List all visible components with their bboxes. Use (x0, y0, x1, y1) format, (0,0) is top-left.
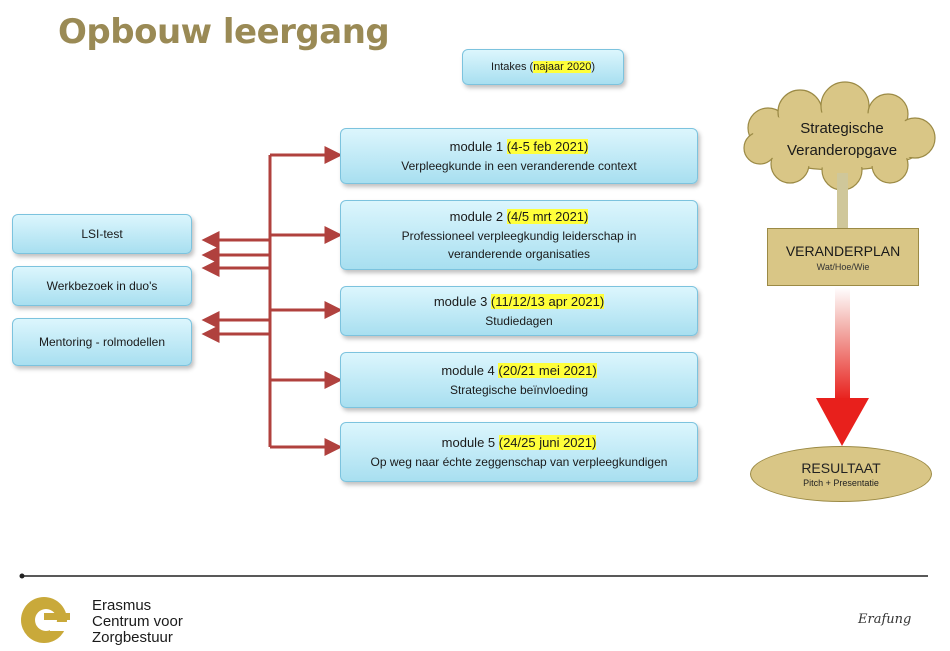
cloud-to-plan-connector (837, 173, 848, 228)
module-heading: module 3 (11/12/13 apr 2021) (433, 292, 605, 312)
module-date: (20/21 mei 2021) (498, 363, 597, 379)
logo-text: Erasmus Centrum voor Zorgbestuur (92, 598, 183, 645)
logo-line-1: Erasmus (92, 597, 152, 614)
module-label: module 2 (449, 209, 507, 225)
module-box-2: module 2 (4/5 mrt 2021) Professioneel ve… (340, 200, 698, 270)
left-box-label: LSI-test (81, 227, 123, 241)
module-date: (11/12/13 apr 2021) (490, 294, 605, 310)
module-label: module 3 (433, 294, 491, 310)
module-box-1: module 1 (4-5 feb 2021) Verpleegkunde in… (340, 128, 698, 184)
plan-title: VERANDERPLAN (785, 242, 901, 259)
logo-line-2: Centrum voor (92, 612, 183, 630)
module-box-5: module 5 (24/25 juni 2021) Op weg naar é… (340, 422, 698, 482)
module-label: module 4 (441, 363, 499, 379)
module-box-3: module 3 (11/12/13 apr 2021) Studiedagen (340, 286, 698, 336)
erasmus-signature: Erafung (858, 612, 912, 627)
module-description: veranderende organisaties (447, 246, 591, 261)
veranderplan-box: VERANDERPLAN Wat/Hoe/Wie (767, 228, 919, 286)
module-label: module 5 (441, 435, 499, 451)
left-box-mentoring: Mentoring - rolmodellen (12, 318, 192, 366)
strategic-change-cloud: Strategische Veranderopgave (772, 118, 912, 162)
module-description: Verpleegkunde in een veranderende contex… (401, 158, 637, 173)
module-description: Professioneel verpleegkundig leiderschap… (401, 228, 637, 243)
divider-dot (19, 573, 25, 579)
module-date: (4-5 feb 2021) (506, 139, 589, 155)
intake-suffix: ) (591, 60, 595, 73)
left-box-lsi-test: LSI-test (12, 214, 192, 254)
logo-line-3: Zorgbestuur (92, 628, 173, 646)
module-heading: module 2 (4/5 mrt 2021) (450, 207, 589, 227)
module-label: module 1 (449, 139, 507, 155)
intake-text: Intakes (najaar 2020) (491, 59, 595, 76)
module-description: Op weg naar échte zeggenschap van verple… (370, 454, 668, 469)
result-subtitle: Pitch + Presentatie (803, 478, 879, 488)
cloud-line-1: Strategische (800, 120, 884, 137)
module-connectors (201, 146, 343, 456)
left-box-label: Mentoring - rolmodellen (38, 335, 166, 349)
module-description: Studiedagen (485, 313, 553, 328)
intake-box: Intakes (najaar 2020) (462, 49, 624, 85)
module-heading: module 4 (20/21 mei 2021) (441, 361, 597, 381)
result-title: RESULTAAT (801, 460, 881, 476)
module-description: Strategische beïnvloeding (449, 382, 589, 397)
module-date: (24/25 juni 2021) (498, 435, 597, 451)
intake-date: najaar 2020 (533, 60, 592, 73)
module-heading: module 1 (4-5 feb 2021) (450, 137, 589, 157)
module-heading: module 5 (24/25 juni 2021) (442, 433, 597, 453)
down-arrow (816, 287, 869, 446)
plan-subtitle: Wat/Hoe/Wie (816, 261, 870, 272)
left-box-label: Werkbezoek in duo's (46, 279, 158, 293)
erasmus-logo-icon (21, 597, 72, 643)
left-box-werkbezoek: Werkbezoek in duo's (12, 266, 192, 306)
module-box-4: module 4 (20/21 mei 2021) Strategische b… (340, 352, 698, 408)
cloud-line-2: Veranderopgave (786, 141, 898, 159)
resultaat-ellipse: RESULTAAT Pitch + Presentatie (750, 446, 932, 502)
intake-prefix: Intakes ( (491, 60, 534, 73)
page-title: Opbouw leergang (58, 12, 390, 52)
module-date: (4/5 mrt 2021) (506, 209, 589, 225)
